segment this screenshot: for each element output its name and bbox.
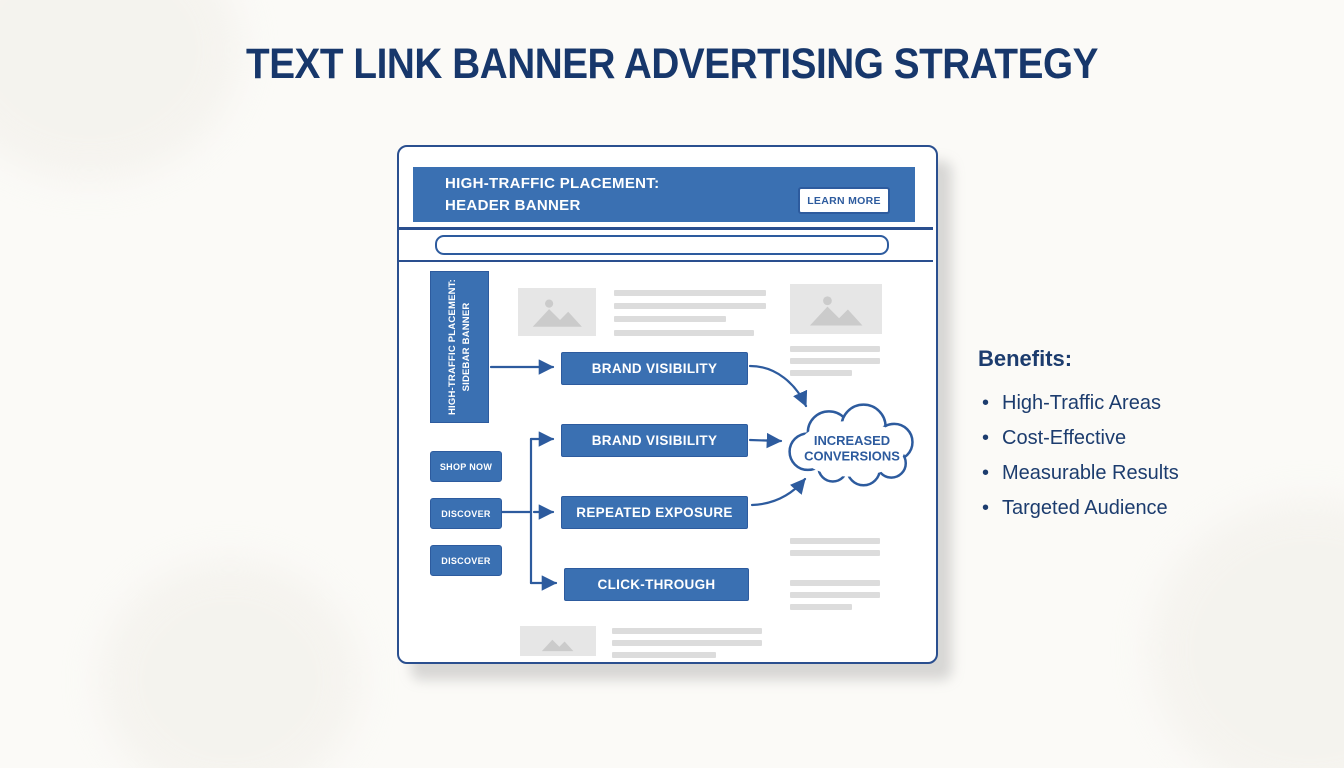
flow-box-brand-visibility-1: BRAND VISIBILITY (561, 352, 748, 385)
cloud-line2: CONVERSIONS (804, 448, 900, 463)
text-line-placeholder (790, 370, 852, 376)
text-line-placeholder (790, 592, 880, 598)
text-line-placeholder (790, 580, 880, 586)
flow-box-brand-visibility-2: BRAND VISIBILITY (561, 424, 748, 457)
search-bar[interactable] (435, 235, 889, 255)
mountain-icon (542, 639, 574, 651)
header-banner-text: HIGH-TRAFFIC PLACEMENT: HEADER BANNER (413, 173, 659, 216)
header-banner-line2: HEADER BANNER (445, 196, 581, 214)
divider (399, 260, 933, 262)
divider (399, 227, 933, 230)
discover-button[interactable]: DISCOVER (430, 498, 502, 529)
sidebar-banner-line1: HIGH-TRAFFIC PLACEMENT: (446, 279, 458, 416)
flow-box-click-through: CLICK-THROUGH (564, 568, 749, 601)
benefit-item: Targeted Audience (978, 491, 1179, 526)
discover-button[interactable]: DISCOVER (430, 545, 502, 576)
flow-box-repeated-exposure: REPEATED EXPOSURE (561, 496, 748, 529)
benefit-item: Measurable Results (978, 456, 1179, 491)
mountain-icon (532, 299, 582, 328)
background-shape (100, 560, 360, 768)
benefit-item: Cost-Effective (978, 421, 1179, 456)
text-line-placeholder (614, 290, 766, 296)
text-line-placeholder (614, 303, 766, 309)
shop-now-button[interactable]: SHOP NOW (430, 451, 502, 482)
header-banner: HIGH-TRAFFIC PLACEMENT: HEADER BANNER (413, 167, 915, 222)
sidebar-banner: HIGH-TRAFFIC PLACEMENT: SIDEBAR BANNER (430, 271, 489, 423)
text-line-placeholder (790, 550, 880, 556)
text-line-placeholder (790, 538, 880, 544)
benefits-heading: Benefits: (978, 346, 1073, 371)
text-line-placeholder (612, 628, 762, 634)
text-line-placeholder (614, 316, 726, 322)
header-banner-line1: HIGH-TRAFFIC PLACEMENT: (445, 175, 660, 193)
page-title: TEXT LINK BANNER ADVERTISING STRATEGY (246, 40, 1098, 88)
sidebar-banner-line2: SIDEBAR BANNER (460, 302, 472, 392)
image-placeholder (790, 284, 882, 334)
learn-more-button[interactable]: LEARN MORE (798, 187, 890, 214)
sidebar-banner-text: HIGH-TRAFFIC PLACEMENT: SIDEBAR BANNER (446, 272, 474, 422)
image-placeholder (520, 626, 596, 656)
image-placeholder (518, 288, 596, 336)
increased-conversions-cloud: INCREASED CONVERSIONS (788, 403, 914, 487)
text-line-placeholder (614, 330, 754, 336)
benefit-item: High-Traffic Areas (978, 386, 1179, 421)
text-line-placeholder (612, 640, 762, 646)
text-line-placeholder (790, 346, 880, 352)
text-line-placeholder (790, 358, 880, 364)
text-line-placeholder (612, 652, 716, 658)
background-shape (0, 0, 240, 180)
benefits-list: High-Traffic Areas Cost-Effective Measur… (978, 386, 1179, 526)
mountain-icon (809, 295, 863, 326)
cloud-line1: INCREASED (814, 433, 890, 448)
background-shape (1150, 500, 1344, 768)
text-line-placeholder (790, 604, 852, 610)
benefits-panel: Benefits: High-Traffic Areas Cost-Effect… (978, 346, 1179, 526)
